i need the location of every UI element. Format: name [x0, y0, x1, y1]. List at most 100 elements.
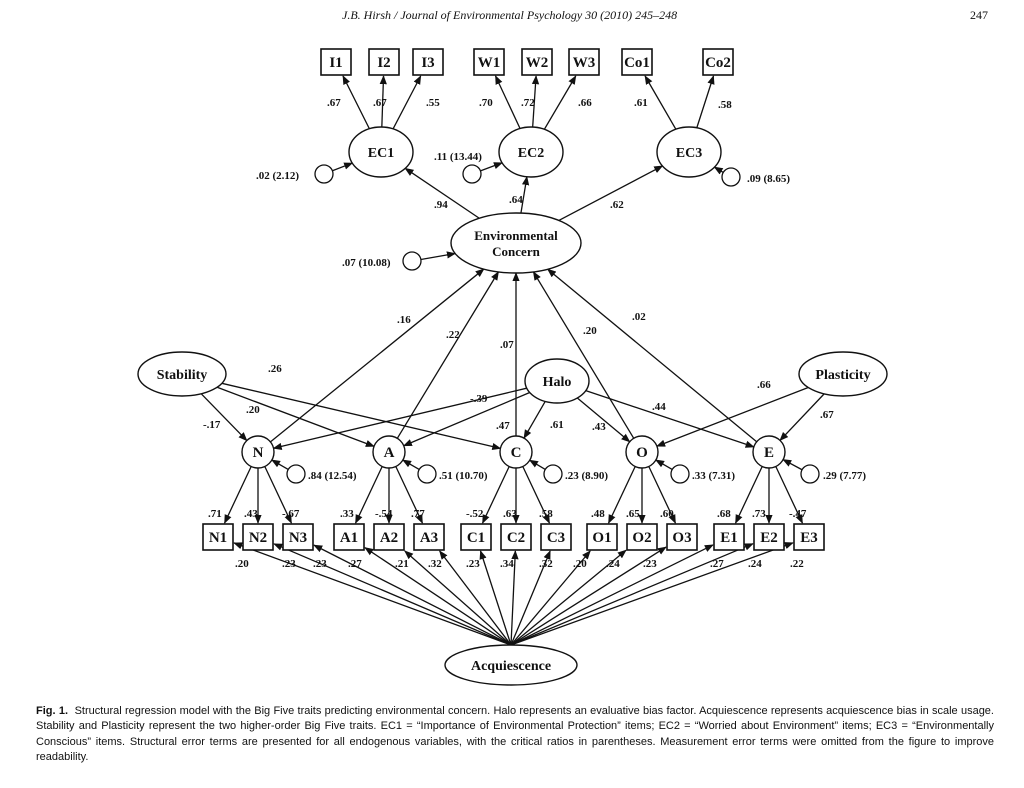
- node-O3: O3: [666, 523, 698, 551]
- error-term-circle-EC2: [462, 164, 482, 184]
- path-arrow-EnvConcern-to-EC1: [404, 167, 480, 219]
- node-Co2: Co2: [702, 48, 734, 76]
- node-shape-E: [752, 435, 786, 469]
- edge-label-N-to-N3: -.67: [282, 508, 300, 520]
- node-shape-EC1: [348, 126, 414, 178]
- node-shape-A: [372, 435, 406, 469]
- path-arrow-Acquiescence-to-C1: [479, 550, 512, 646]
- node-label-Stability: Stability: [157, 368, 208, 383]
- node-shape-W3: [568, 48, 600, 76]
- error-term-arrow-E: [782, 458, 803, 471]
- error-term-circle-EC3: [721, 167, 741, 187]
- path-arrow-Acquiescence-to-N2: [273, 543, 512, 646]
- path-arrow-A-to-EnvConcern: [396, 271, 500, 439]
- node-label-EnvConcern: Environmental: [474, 228, 558, 243]
- path-arrow-A-to-A1: [355, 466, 383, 524]
- node-shape-I2: [368, 48, 400, 76]
- edge-label-O-to-EnvConcern: .20: [583, 325, 597, 337]
- node-label-EC3: EC3: [676, 146, 702, 161]
- edge-label-O-to-O2: .65: [626, 508, 640, 520]
- node-shape-W2: [521, 48, 553, 76]
- error-term-circle-EnvConcern: [402, 251, 422, 271]
- node-O2: O2: [626, 523, 658, 551]
- error-term-circle-N: [286, 464, 306, 484]
- labels-layer: .67.67.55.70.72.66.61.58.94.64.62.16.22.…: [203, 97, 866, 570]
- node-shape-W1: [473, 48, 505, 76]
- error-term-arrow-C: [528, 459, 546, 470]
- edge-label-EC2-to-W2: .72: [521, 97, 535, 109]
- node-shape-E3: [793, 523, 825, 551]
- edge-label-EC3-to-Co2: .58: [718, 99, 732, 111]
- node-shape-EC2: [498, 126, 564, 178]
- node-label-C1: C1: [467, 530, 485, 546]
- edge-label-Acquiescence-to-A1: .27: [348, 558, 362, 570]
- edge-label-EC3-to-Co1: .61: [634, 97, 648, 109]
- edge-label-E-to-E2: .73: [752, 508, 766, 520]
- edge-label-A-to-A1: .33: [340, 508, 354, 520]
- edge-label-O-to-O1: .48: [591, 508, 605, 520]
- node-shape-Acquiescence: [444, 644, 578, 686]
- node-shape-O2: [626, 523, 658, 551]
- path-arrow-O-to-O3: [648, 466, 676, 524]
- node-label-W2: W2: [526, 55, 549, 71]
- edge-label-C-to-C2: .63: [503, 508, 517, 520]
- edge-label-Acquiescence-to-C1: .23: [466, 558, 480, 570]
- edge-label-Halo-to-O: .43: [592, 421, 606, 433]
- path-arrow-Stability-to-N: [200, 393, 248, 442]
- node-shape-A3: [413, 523, 445, 551]
- node-E3: E3: [793, 523, 825, 551]
- path-arrow-E-to-E3: [775, 466, 803, 524]
- node-Acquiescence: Acquiescence: [444, 644, 578, 686]
- node-N1: N1: [202, 523, 234, 551]
- node-N2: N2: [242, 523, 274, 551]
- node-shape-O: [625, 435, 659, 469]
- edge-label-N-to-N2: .43: [244, 508, 258, 520]
- path-arrow-O-to-EnvConcern: [532, 271, 635, 439]
- edge-label-Acquiescence-to-A2: .21: [395, 558, 409, 570]
- node-O1: O1: [586, 523, 618, 551]
- edge-label-EnvConcern-to-EC2: .64: [509, 194, 523, 206]
- edge-label-EC2-to-W1: .70: [479, 97, 493, 109]
- edge-label-Acquiescence-to-E3: .22: [790, 558, 804, 570]
- node-Plasticity: Plasticity: [798, 351, 888, 397]
- edge-label-Stability-to-A: .20: [246, 404, 260, 416]
- node-N3: N3: [282, 523, 314, 551]
- node-label-O: O: [636, 445, 648, 461]
- node-label-A3: A3: [420, 530, 438, 546]
- error-term-circle-E: [800, 464, 820, 484]
- error-term-arrow-O: [655, 459, 673, 471]
- node-C3: C3: [540, 523, 572, 551]
- node-label-Halo: Halo: [543, 375, 572, 390]
- edge-label-Acquiescence-to-O1: .20: [573, 558, 587, 570]
- path-arrow-Halo-to-A: [402, 391, 530, 447]
- error-term-arrow-N: [271, 459, 289, 471]
- node-shape-Co1: [621, 48, 653, 76]
- node-label-E1: E1: [720, 530, 738, 546]
- path-arrow-N-to-N3: [264, 466, 292, 524]
- node-label-Co1: Co1: [624, 55, 650, 71]
- edges-layer: [200, 75, 825, 646]
- node-A1: A1: [333, 523, 365, 551]
- path-arrow-Acquiescence-to-E3: [510, 542, 794, 646]
- node-I3: I3: [412, 48, 444, 76]
- error-term-label-A: .51 (10.70): [439, 470, 488, 482]
- node-label-Plasticity: Plasticity: [815, 368, 870, 383]
- path-arrow-O-to-O1: [608, 466, 636, 524]
- node-shape-A1: [333, 523, 365, 551]
- node-label-E: E: [764, 445, 774, 461]
- edge-label-EC1-to-I1: .67: [327, 97, 341, 109]
- node-A: A: [372, 435, 406, 469]
- node-EC3: EC3: [656, 126, 722, 178]
- node-label-I2: I2: [377, 55, 390, 71]
- node-label-C3: C3: [547, 530, 565, 546]
- node-Halo: Halo: [524, 358, 590, 404]
- path-arrow-EC1-to-I1: [342, 75, 370, 130]
- node-shape-N3: [282, 523, 314, 551]
- node-label2-EnvConcern: Concern: [492, 244, 540, 259]
- path-arrow-EC1-to-I2: [379, 75, 387, 128]
- node-label-I3: I3: [421, 55, 434, 71]
- node-C2: C2: [500, 523, 532, 551]
- edge-label-Stability-to-C: .26: [268, 363, 282, 375]
- edge-label-E-to-EnvConcern: .02: [632, 311, 646, 323]
